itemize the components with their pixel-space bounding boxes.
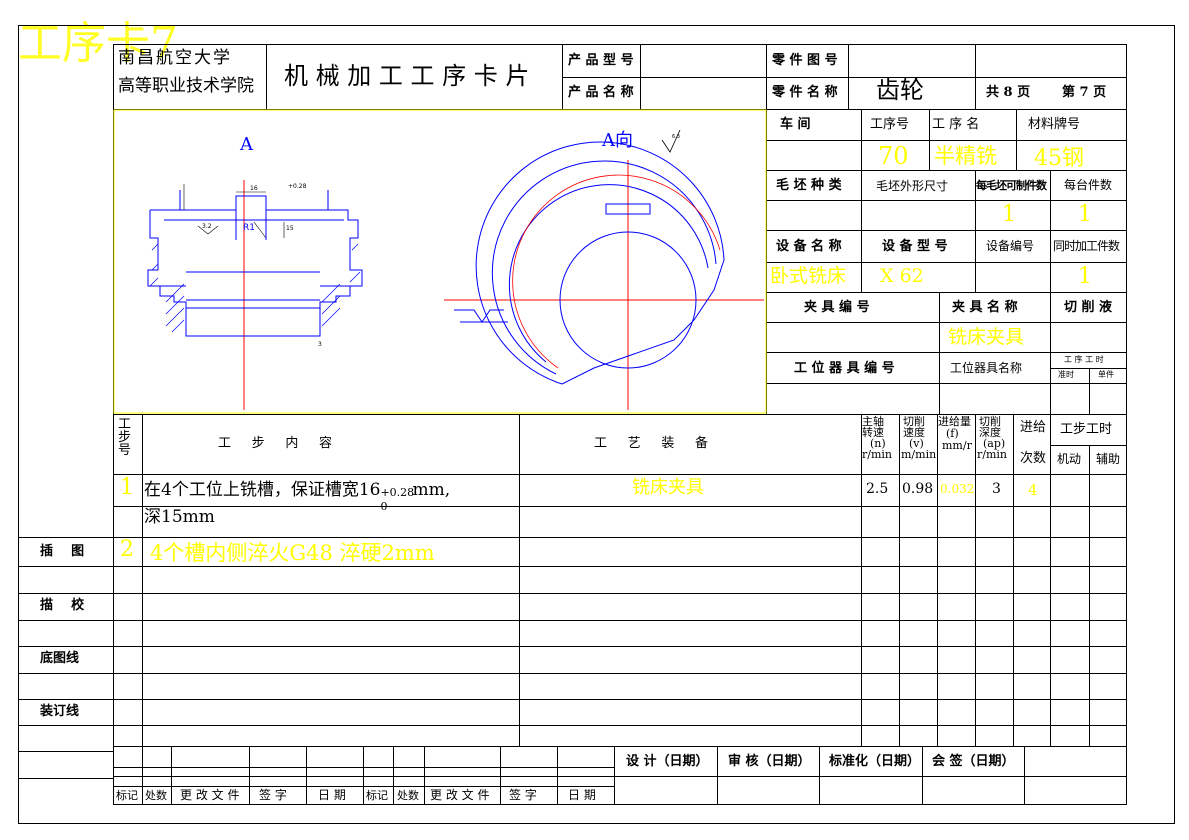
part-name-label: 零 件 名 称 [772, 85, 838, 100]
material-label: 材料牌号 [1028, 117, 1081, 132]
part-drawing: A 16 +0.28 15 R1 3.2 3 A向 6.3 [147, 129, 764, 410]
svg-text:15: 15 [286, 225, 294, 232]
step-time-header: 工步工时 [1060, 422, 1113, 437]
blank-size-label: 毛坯外形尺寸 [876, 179, 949, 193]
step-2-content: 4个槽内侧淬火G48 淬硬2mm [150, 541, 435, 565]
card-title: 机 械 加 工 工 序 卡 片 [284, 62, 530, 90]
footer-count-2: 处数 [397, 789, 419, 802]
station-no-label: 工 位 器 具 编 号 [794, 361, 895, 376]
passes-header: 进给 [1020, 420, 1047, 435]
fixture-name-label: 夹 具 名 称 [952, 300, 1018, 315]
equip-name-value: 卧式铣床 [770, 265, 847, 287]
total-pages: 共 8 页 [986, 85, 1031, 100]
op-no-value: 70 [878, 142, 909, 170]
svg-text:3.2: 3.2 [202, 223, 212, 230]
footer-sign: 会 签（日期） [932, 754, 1015, 769]
fixture-no-label: 夹 具 编 号 [804, 300, 870, 315]
footer-change-doc-1: 更 改 文 件 [180, 788, 240, 802]
a-direction-view [444, 129, 764, 410]
side-label-check: 描 校 [40, 598, 85, 613]
unit-time-label: 单件 [1098, 370, 1114, 379]
footer-mark-1: 标记 [116, 789, 138, 802]
footer-count-1: 处数 [145, 789, 167, 802]
step-2-no: 2 [120, 537, 134, 562]
step-1-content-line2: 深15mm [144, 507, 215, 527]
simul-parts-label: 同时加工件数 [1053, 239, 1120, 253]
spindle-header: 主轴转速 (n) r/min [862, 415, 892, 461]
step-1-spindle: 2.5 [866, 481, 889, 497]
section-label: A [239, 134, 254, 155]
part-drawing-label: 零 件 图 号 [772, 53, 838, 68]
part-name-value: 齿轮 [876, 76, 924, 104]
side-label-drawing: 插 图 [40, 544, 85, 559]
feed-header: 进给量 (f) mm/r [938, 415, 972, 452]
footer-change-doc-2: 更 改 文 件 [430, 788, 490, 802]
machine-time-header: 机动 [1057, 452, 1082, 466]
blank-type-label: 毛 坯 种 类 [776, 178, 842, 193]
equip-no-label: 设备编号 [986, 239, 1035, 253]
op-name-value: 半精铣 [934, 144, 997, 168]
footer-signature-2: 签 字 [509, 788, 537, 802]
equip-model-label: 设 备 型 号 [882, 239, 948, 254]
parts-per-unit-value: 1 [1078, 202, 1092, 227]
svg-text:6.3: 6.3 [672, 134, 680, 140]
equip-model-value: X 62 [880, 265, 924, 287]
footer-design: 设 计（日期） [626, 754, 709, 769]
station-name-label: 工位器具名称 [950, 361, 1023, 375]
op-time-label: 工 序 工 时 [1064, 355, 1104, 364]
section-view [147, 180, 363, 410]
simul-parts-value: 1 [1078, 264, 1092, 289]
product-name-label: 产 品 名 称 [568, 85, 634, 100]
svg-text:R1: R1 [243, 223, 255, 233]
step-1-speed: 0.98 [902, 481, 934, 497]
school-name-line2: 高等职业技术学院 [118, 76, 254, 96]
step-content-header: 工 步 内 容 [218, 436, 332, 451]
step-1-no: 1 [120, 475, 134, 500]
equipment-header: 工 艺 装 备 [594, 436, 708, 451]
svg-text:16: 16 [250, 185, 258, 192]
blank-parts-label: 每毛坯可制件数 [976, 179, 1047, 192]
material-value: 45钢 [1034, 146, 1084, 171]
school-name-line1: 南昌航空大学 [118, 48, 232, 68]
product-model-label: 产 品 型 号 [568, 53, 634, 68]
cut-speed-header: 切削速度 (v) m/min [901, 415, 937, 461]
step-1-equipment: 铣床夹具 [632, 477, 704, 498]
side-label-binding: 装订线 [40, 704, 80, 719]
side-label-base: 底图线 [40, 651, 80, 666]
op-name-label: 工 序 名 [932, 117, 980, 132]
coolant-label: 切 削 液 [1064, 300, 1113, 315]
step-1-depth: 3 [992, 481, 1001, 497]
fixture-name-value: 铣床夹具 [948, 326, 1025, 348]
passes-header-2: 次数 [1020, 451, 1047, 466]
page-number: 第 7 页 [1062, 85, 1107, 100]
svg-text:3: 3 [318, 341, 322, 348]
blank-parts-value: 1 [1002, 202, 1016, 227]
cut-depth-header: 切削深度 (ap) r/min [977, 415, 1007, 461]
prep-time-label: 准时 [1058, 370, 1074, 379]
step-1-feed: 0.032 [940, 482, 975, 496]
aux-time-header: 辅助 [1096, 452, 1121, 466]
footer-signature-1: 签 字 [259, 788, 287, 802]
footer-standard: 标准化（日期） [829, 754, 921, 769]
step-1-passes: 4 [1028, 481, 1038, 499]
watermark: 工序卡7 [18, 18, 178, 69]
svg-text:+0.28: +0.28 [288, 183, 307, 190]
view-label: A向 [601, 130, 633, 151]
workshop-label: 车 间 [780, 117, 811, 132]
footer-date-1: 日 期 [318, 788, 346, 802]
step-no-header: 工步号 [118, 417, 132, 458]
op-no-label: 工序号 [870, 117, 910, 132]
equip-name-label: 设 备 名 称 [776, 239, 842, 254]
footer-review: 审 核（日期） [728, 754, 811, 769]
parts-per-unit-label: 每台件数 [1064, 178, 1113, 192]
footer-mark-2: 标记 [366, 789, 388, 802]
footer-date-2: 日 期 [568, 788, 596, 802]
